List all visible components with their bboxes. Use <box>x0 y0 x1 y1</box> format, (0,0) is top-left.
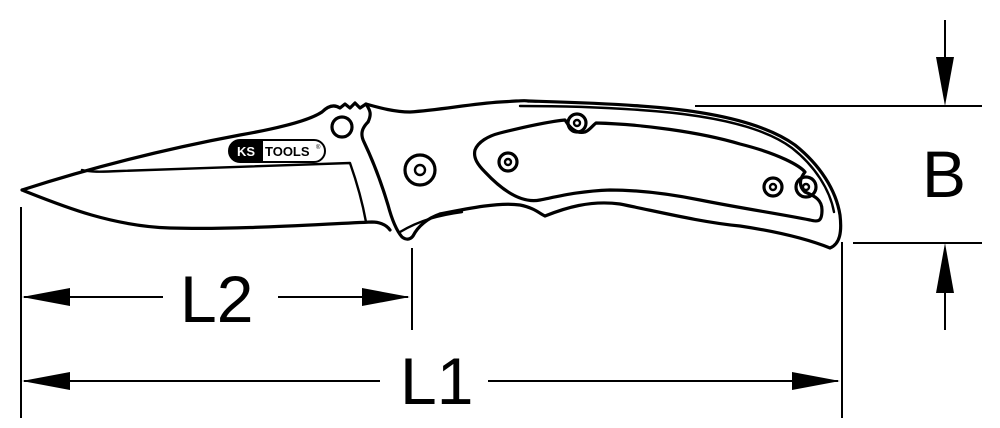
thumb-stud-icon <box>330 115 354 139</box>
arrow-down-icon <box>936 57 954 106</box>
dimension-label-b: B <box>922 137 966 211</box>
handle <box>398 99 843 250</box>
screw-icon <box>762 176 784 198</box>
dimension-label-l1: L1 <box>400 344 473 418</box>
pivot-screw-outer-icon <box>403 153 437 187</box>
dimension-l1: L1 <box>22 344 840 418</box>
arrow-right-icon <box>792 372 840 390</box>
dimension-label-l2: L2 <box>180 262 253 336</box>
screw-icon <box>497 151 519 173</box>
screw-center-icon <box>801 182 811 192</box>
logo-trademark: ® <box>316 144 321 151</box>
dimension-b: B <box>922 20 966 330</box>
logo-tools-text: TOOLS <box>265 144 310 159</box>
brand-logo: KS TOOLS ® <box>228 139 326 163</box>
handle-screws <box>497 112 818 199</box>
bolster <box>360 98 530 241</box>
screw-center-icon <box>572 118 582 128</box>
knife: KS TOOLS ® <box>20 98 843 250</box>
handle-slots <box>512 127 762 200</box>
screw-icon <box>794 175 818 199</box>
pivot-screw-inner-icon <box>413 163 427 177</box>
screw-icon <box>566 112 588 134</box>
arrow-left-icon <box>22 372 70 390</box>
arrow-up-icon <box>936 243 954 293</box>
screw-center-icon <box>768 182 778 192</box>
arrow-left-icon <box>22 288 70 306</box>
arrow-right-icon <box>362 288 410 306</box>
extension-lines <box>20 105 982 418</box>
blade <box>20 101 392 232</box>
dimension-l2: L2 <box>22 262 410 336</box>
screw-center-icon <box>503 157 513 167</box>
logo-ks-text: KS <box>237 144 255 159</box>
